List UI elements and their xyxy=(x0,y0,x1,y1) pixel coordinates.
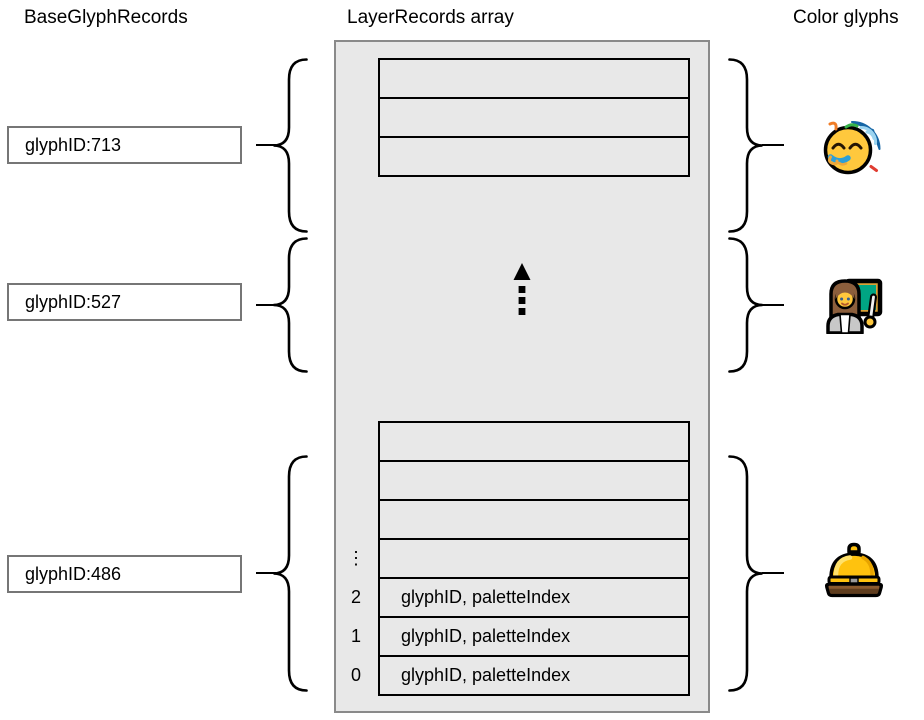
layer-rows-top-group xyxy=(378,58,690,177)
woman-teacher-emoji xyxy=(826,278,883,334)
base-glyph-record-713: glyphID:713 xyxy=(7,126,242,164)
base-glyph-record-527: glyphID:527 xyxy=(7,283,242,321)
layer-index-label-ellipsis: ⋮ xyxy=(347,548,365,568)
base-glyph-record-label: glyphID:486 xyxy=(25,563,122,584)
connector-line xyxy=(762,144,784,146)
layer-index-label xyxy=(336,499,376,540)
layer-index-label-2: 2 xyxy=(350,587,361,607)
base-glyph-records-title: BaseGlyphRecords xyxy=(24,7,188,28)
base-glyph-record-486: glyphID:486 xyxy=(7,555,242,593)
left-brace xyxy=(273,455,308,692)
layer-record-row xyxy=(378,538,690,579)
base-glyph-record-label: glyphID:527 xyxy=(25,291,122,312)
layer-record-row xyxy=(378,460,690,501)
layer-rows-bottom-group: glyphID, paletteIndex glyphID, paletteIn… xyxy=(378,421,690,696)
layer-index-label xyxy=(336,421,376,462)
dashed-up-arrow-icon xyxy=(513,263,531,315)
connector-line xyxy=(762,572,784,574)
right-brace xyxy=(728,455,763,692)
layer-record-row: glyphID, paletteIndex xyxy=(378,577,690,618)
layer-record-row: glyphID, paletteIndex xyxy=(378,655,690,696)
left-brace xyxy=(273,58,308,233)
layer-record-text: glyphID, paletteIndex xyxy=(401,626,571,646)
left-brace xyxy=(273,237,308,373)
connector-line xyxy=(256,144,276,146)
layer-records-array-title: LayerRecords array xyxy=(347,7,514,28)
layer-record-text: glyphID, paletteIndex xyxy=(401,587,571,607)
layer-index-label-0: 0 xyxy=(350,665,361,685)
layer-record-row xyxy=(378,58,690,99)
bellhop-bell-emoji xyxy=(824,542,884,598)
right-brace xyxy=(728,58,763,233)
layer-record-row xyxy=(378,136,690,177)
connector-line xyxy=(256,304,276,306)
color-glyphs-title: Color glyphs xyxy=(793,7,899,28)
layer-record-row xyxy=(378,97,690,138)
connector-line xyxy=(256,572,276,574)
right-brace xyxy=(728,237,763,373)
layer-record-text: glyphID, paletteIndex xyxy=(401,665,571,685)
layer-index-label-1: 1 xyxy=(350,626,361,646)
layer-record-row xyxy=(378,499,690,540)
layer-record-row: glyphID, paletteIndex xyxy=(378,616,690,657)
layer-record-row xyxy=(378,421,690,462)
base-glyph-record-label: glyphID:713 xyxy=(25,134,122,155)
partying-face-emoji xyxy=(823,120,881,175)
layer-index-labels: ⋮ 2 1 0 xyxy=(336,421,376,696)
connector-line xyxy=(762,304,784,306)
layer-index-label xyxy=(336,460,376,501)
